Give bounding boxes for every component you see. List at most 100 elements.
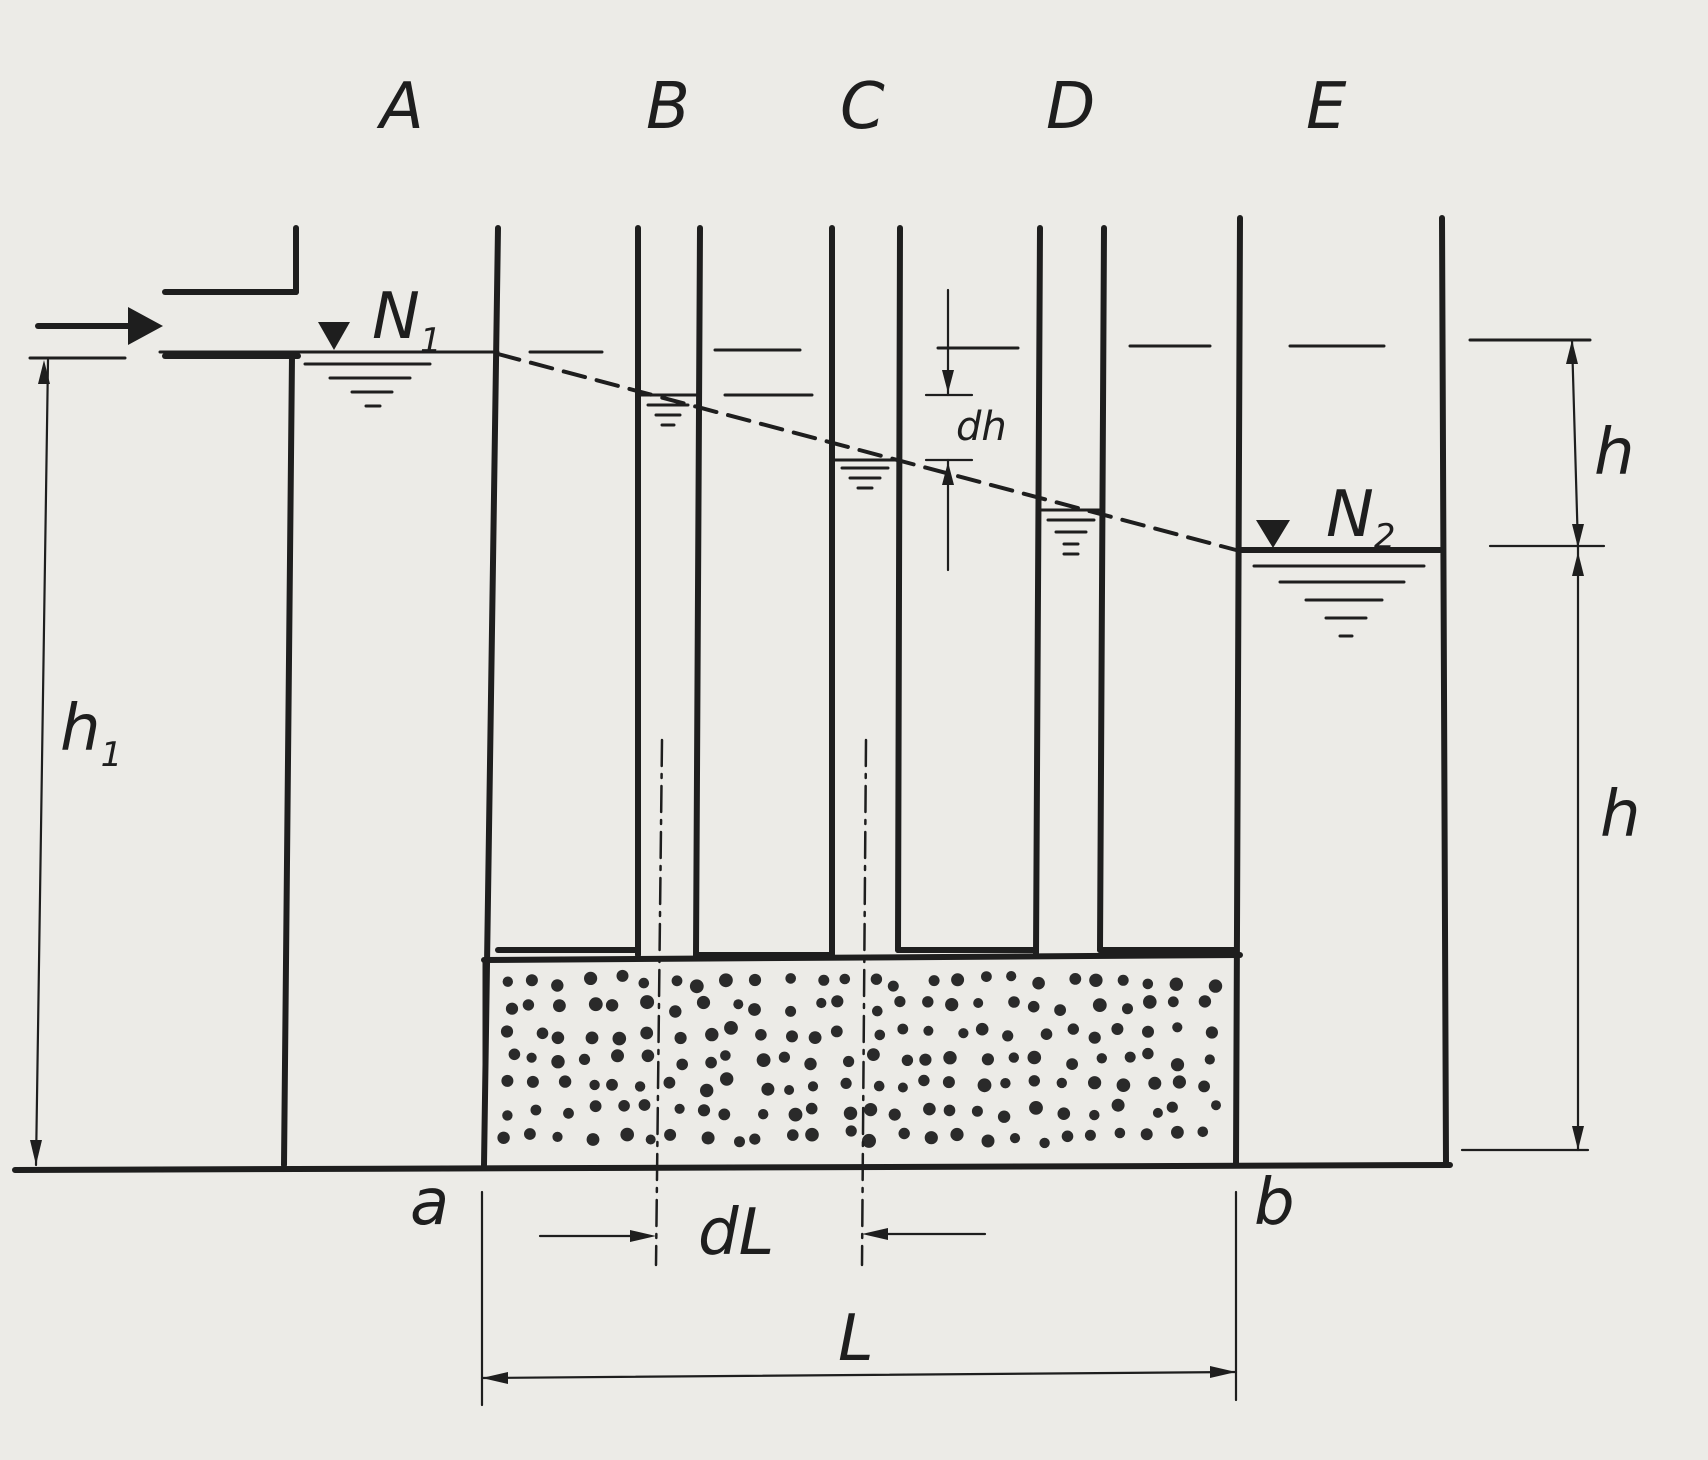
soil-grain xyxy=(585,1031,599,1045)
label-h2: h xyxy=(1600,778,1641,852)
soil-grain xyxy=(1172,1022,1183,1033)
tube-water-levels xyxy=(638,393,1443,553)
soil-grain xyxy=(958,1028,969,1039)
soil-grain xyxy=(1166,1101,1178,1113)
soil-grain xyxy=(524,1128,536,1140)
soil-grain xyxy=(924,1131,938,1145)
soil-grain xyxy=(1111,1098,1125,1112)
vessel-a-right-wall xyxy=(481,225,501,1168)
soil-grain xyxy=(870,973,883,985)
soil-grain xyxy=(975,1022,989,1036)
soil-grain xyxy=(1054,1004,1066,1016)
soil-grain xyxy=(611,1049,624,1063)
soil-grain xyxy=(785,1005,797,1017)
water-level-triangle-icon xyxy=(303,322,432,408)
soil-grain xyxy=(697,1104,711,1117)
soil-grain xyxy=(720,1072,734,1086)
soil-grain xyxy=(526,1052,537,1063)
soil-grain xyxy=(818,974,830,986)
soil-grain xyxy=(640,995,655,1010)
vessel-e-right-wall xyxy=(1439,215,1449,1168)
soil-grain xyxy=(502,976,513,987)
soil-grain xyxy=(1111,1023,1124,1035)
label-d-tube: D xyxy=(1046,70,1095,144)
soil-grain xyxy=(786,1030,798,1043)
hydraulic-gradient-line xyxy=(496,352,1238,552)
soil-grain xyxy=(1088,1031,1101,1044)
soil-grain xyxy=(620,1127,634,1142)
soil-grain xyxy=(805,1127,819,1142)
soil-grain xyxy=(1089,1109,1100,1121)
soil-grain xyxy=(1114,1127,1126,1139)
soil-grain xyxy=(1032,976,1045,990)
dl-dimension xyxy=(538,1228,987,1242)
soil-grain xyxy=(873,1080,885,1092)
soil-grain xyxy=(919,1053,932,1066)
soil-grain xyxy=(788,1107,803,1122)
soil-grain xyxy=(862,1133,876,1148)
soil-grain xyxy=(530,1104,542,1116)
label-dl: dL xyxy=(698,1196,774,1270)
soil-grain xyxy=(758,1109,769,1120)
soil-grain xyxy=(701,1131,715,1145)
soil-grain xyxy=(1084,1129,1096,1141)
soil-grain xyxy=(525,974,538,987)
soil-grain xyxy=(830,1025,843,1038)
soil-grain xyxy=(634,1081,646,1092)
soil-grain xyxy=(918,1074,930,1087)
soil-grains xyxy=(497,969,1223,1149)
soil-grain xyxy=(888,1108,901,1121)
soil-grain xyxy=(1006,971,1017,982)
upper-level-reference xyxy=(158,338,1592,397)
flow-arrow-icon xyxy=(35,307,163,345)
soil-grain xyxy=(638,1099,651,1111)
soil-grain xyxy=(1198,995,1212,1008)
soil-grain xyxy=(1089,973,1103,987)
soil-grain xyxy=(943,1051,957,1065)
soil-grain xyxy=(748,1003,761,1016)
inlet xyxy=(28,225,301,360)
soil-grain xyxy=(761,1082,775,1096)
soil-grain xyxy=(605,999,619,1012)
soil-grain xyxy=(1008,1052,1019,1063)
water-level-symbols xyxy=(303,322,1426,638)
soil-grain xyxy=(787,1129,799,1141)
soil-grain xyxy=(997,1110,1011,1123)
soil-grain xyxy=(785,973,796,984)
soil-grain xyxy=(589,1079,600,1091)
soil-grain xyxy=(1066,1058,1078,1070)
soil-grain xyxy=(843,1055,855,1068)
label-h: h xyxy=(1594,416,1635,490)
soil-grain xyxy=(1152,1107,1163,1118)
h2-dimension xyxy=(1460,546,1590,1152)
soil-grain xyxy=(536,1027,549,1040)
soil-grain xyxy=(505,1002,519,1015)
soil-grain xyxy=(669,1005,682,1018)
soil-grain xyxy=(1057,1107,1071,1120)
soil-grain xyxy=(733,999,744,1010)
soil-grain xyxy=(1027,1050,1042,1065)
soil-grain xyxy=(497,1131,510,1145)
soil-grain xyxy=(1208,979,1223,993)
soil-grain xyxy=(977,1078,992,1093)
label-b-point: b xyxy=(1254,1166,1295,1240)
soil-grain xyxy=(1171,1125,1184,1139)
soil-grain xyxy=(922,996,934,1008)
soil-grain xyxy=(942,1076,955,1089)
soil-grain xyxy=(1088,1076,1102,1090)
soil-grain xyxy=(718,1108,731,1121)
soil-grain xyxy=(943,1104,956,1117)
soil-grain xyxy=(674,1103,685,1114)
soil-grain xyxy=(748,973,762,987)
soil-grain xyxy=(522,999,535,1011)
label-l: L xyxy=(838,1302,874,1376)
soil-grain xyxy=(508,1048,521,1061)
soil-grain xyxy=(563,1107,574,1119)
soil-grain xyxy=(923,1025,934,1036)
soil-grain xyxy=(1116,1078,1131,1092)
label-h1: h1 xyxy=(60,692,122,775)
soil-grain xyxy=(1204,1054,1215,1065)
soil-grain xyxy=(696,995,711,1010)
water-level-triangle-icon xyxy=(1252,520,1426,638)
soil-grain xyxy=(898,1127,910,1140)
